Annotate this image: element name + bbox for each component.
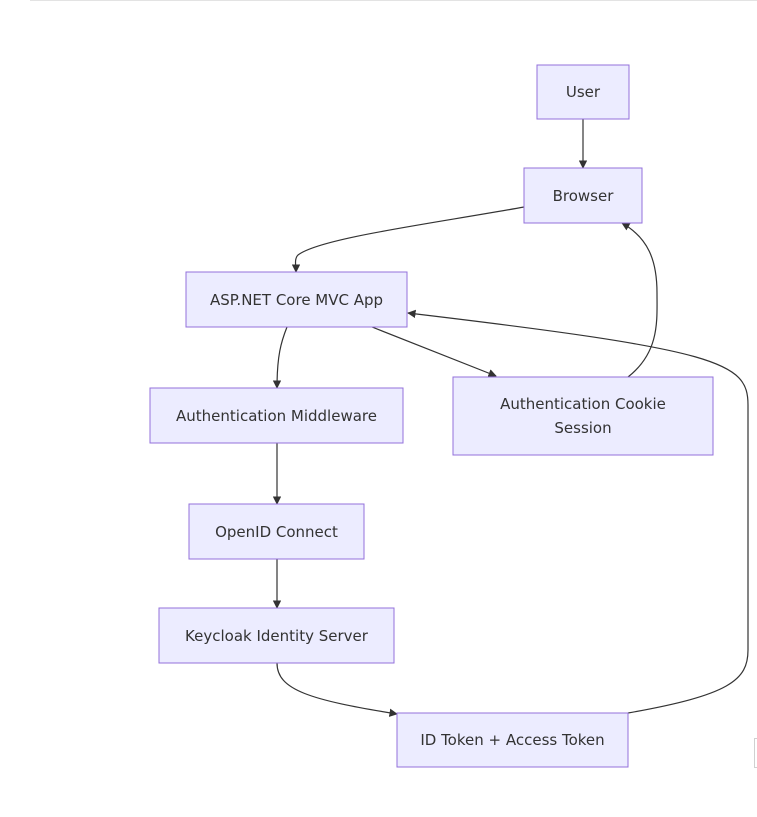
node-auth-middleware-label: Authentication Middleware [176,407,377,425]
node-keycloak-server-label: Keycloak Identity Server [185,627,369,645]
edge-app-middleware [272,326,288,389]
top-divider [30,0,757,1]
edge-cookie-browser [621,222,658,378]
node-auth-cookie-label-line2: Session [554,419,611,437]
node-openid-connect: OpenID Connect [188,503,365,560]
edge-keycloak-tokens [276,662,398,717]
edge-app-cookie [371,326,497,378]
node-auth-cookie-label-line1: Authentication Cookie [500,395,666,413]
node-aspnet-app: ASP.NET Core MVC App [185,271,408,328]
node-keycloak-server: Keycloak Identity Server [158,607,395,664]
node-user: User [536,64,630,120]
node-auth-middleware: Authentication Middleware [149,387,404,444]
node-openid-connect-label: OpenID Connect [215,523,338,541]
node-aspnet-app-label: ASP.NET Core MVC App [210,291,383,309]
scroll-edge-marker [754,738,757,768]
edges [272,119,749,717]
node-browser-label: Browser [553,187,615,205]
node-user-label: User [566,83,601,101]
node-browser: Browser [523,167,643,224]
node-auth-cookie-session: Authentication Cookie Session [452,376,714,456]
node-tokens: ID Token + Access Token [396,712,629,768]
node-tokens-label: ID Token + Access Token [420,731,604,749]
edge-tokens-app [407,309,749,714]
edge-browser-app [291,206,525,273]
